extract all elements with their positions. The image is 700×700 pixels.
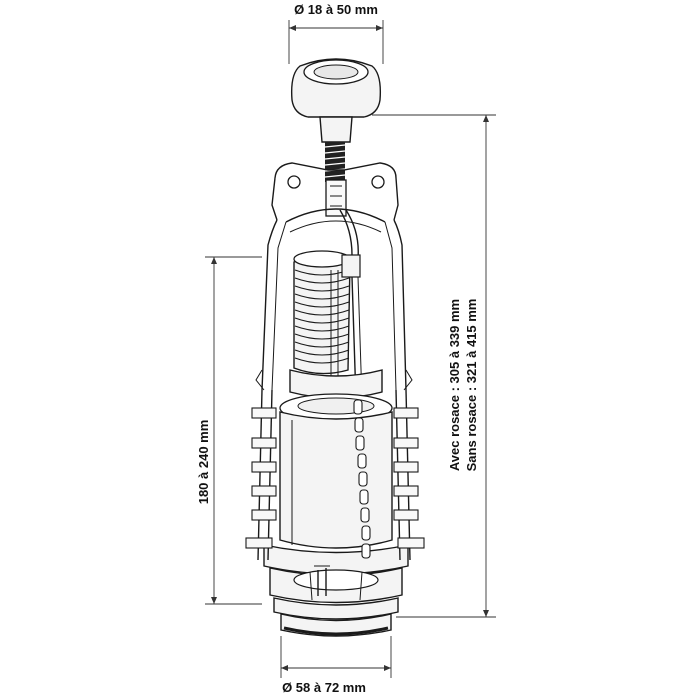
without-rosette-label: Sans rosace : 321 à 415 mm bbox=[464, 299, 479, 472]
height-dimension: 180 à 240 mm bbox=[196, 256, 262, 605]
height-label: 180 à 240 mm bbox=[196, 420, 211, 505]
bottom-legs bbox=[314, 565, 330, 596]
chain bbox=[353, 399, 371, 559]
bottom-diameter-label: Ø 58 à 72 mm bbox=[282, 680, 366, 695]
valve-body bbox=[263, 369, 409, 637]
right-ribs bbox=[393, 369, 425, 561]
with-rosette-label: Avec rosace : 305 à 339 mm bbox=[447, 299, 462, 471]
float-spring bbox=[293, 250, 351, 380]
top-diameter-label: Ø 18 à 50 mm bbox=[294, 2, 378, 17]
bottom-diameter-dimension: Ø 58 à 72 mm bbox=[280, 636, 392, 695]
top-diameter-dimension: Ø 18 à 50 mm bbox=[288, 2, 384, 64]
overall-height-dimension: Avec rosace : 305 à 339 mm Sans rosace :… bbox=[372, 114, 496, 618]
upper-frame bbox=[261, 162, 407, 391]
push-button bbox=[290, 58, 382, 182]
left-ribs bbox=[245, 369, 277, 561]
